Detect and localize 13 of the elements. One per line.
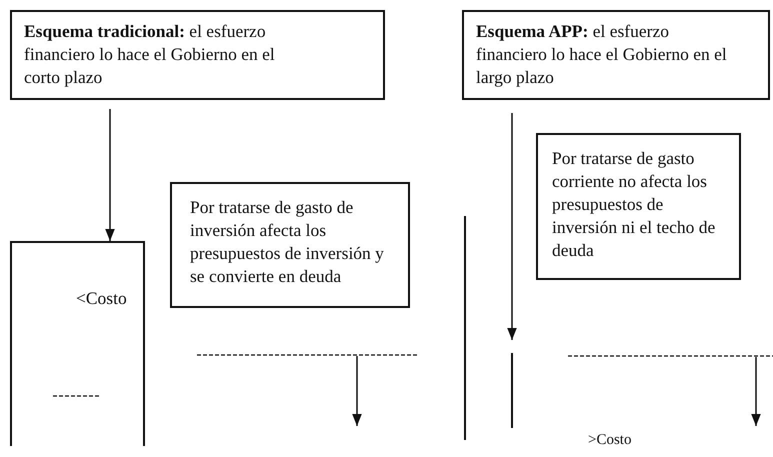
box-text: Por tratarse de gasto corriente no afecta los presupuestos de inversión ni el techo de deuda [552,147,716,262]
scheme-heading-box [462,10,770,100]
arrow [507,113,517,340]
arrow [105,109,115,241]
cost-bar [10,241,145,446]
note-box [170,182,410,308]
scheme-heading-box [10,10,385,100]
note-box [536,133,741,280]
cost-label: <Costo [76,287,128,310]
box-text: Esquema tradicional: el esfuerzo financiero lo hace el Gobierno en el corto plazo [24,20,276,89]
cost-label: >Costo [588,431,632,450]
box-text: Esquema APP: el esfuerzo financiero lo hace el Gobierno en el largo plazo [476,20,728,89]
box-text: Por tratarse de gasto de inversión afecta los presupuestos de inversión y se convierte en deuda [190,196,385,288]
